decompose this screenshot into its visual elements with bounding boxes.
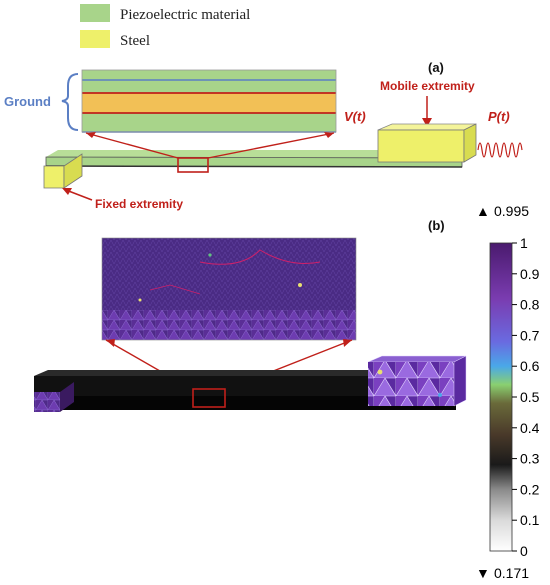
max-value: 0.995 — [494, 203, 529, 219]
colorbar-tick-label: 0.4 — [520, 420, 540, 436]
beam-a — [45, 150, 466, 168]
steel-legend-label: Steel — [120, 33, 150, 49]
colorbar-tick-label: 0.1 — [520, 512, 540, 528]
min-value: 0.171 — [494, 565, 529, 581]
pressure-wave — [477, 142, 523, 158]
fixed-arrow — [65, 189, 93, 201]
colorbar-tick-label: 0.9 — [520, 266, 540, 282]
colorbar-tick-label: 0.2 — [520, 481, 540, 497]
colorbar-ticks: 1 0.9 0.8 0.7 0.6 0.5 0.4 0.3 0.2 0.1 0 — [512, 235, 540, 559]
legend: Piezoelectric material Steel — [80, 4, 250, 49]
piezo-swatch — [80, 4, 110, 22]
mobile-block — [377, 123, 477, 163]
colorbar-gradient — [489, 242, 513, 552]
layer-zoom-inset — [81, 69, 337, 133]
fixed-block-b — [34, 382, 74, 412]
mobile-block-b — [367, 355, 467, 407]
mobile-extremity-label: Mobile extremity — [380, 79, 475, 93]
voltage-label: V(t) — [344, 109, 366, 124]
ground-label: Ground — [4, 94, 51, 109]
fixed-extremity-label: Fixed extremity — [95, 197, 183, 211]
zoom-box-a — [177, 157, 209, 173]
steel-swatch — [80, 30, 110, 48]
panel-a-label: (a) — [428, 60, 444, 75]
colorbar-tick-label: 0 — [520, 543, 528, 559]
panel-b: (b) ▲ 0.995 ▼ 0.171 — [34, 203, 529, 581]
panel-b-label: (b) — [428, 218, 445, 233]
colorbar-tick-label: 1 — [520, 235, 528, 251]
colorbar-tick-label: 0.5 — [520, 389, 540, 405]
ground-brace — [61, 73, 79, 131]
mesh-zoom-inset — [101, 237, 357, 341]
min-marker-icon: ▼ — [476, 565, 490, 581]
zoom-box-b — [192, 388, 226, 408]
colorbar-tick-label: 0.8 — [520, 297, 540, 313]
panel-a: (a) Ground V(t) Mobile extremity P(t) — [4, 60, 523, 211]
colorbar-tick-label: 0.7 — [520, 327, 540, 343]
piezo-legend-label: Piezoelectric material — [120, 7, 250, 23]
colorbar: 1 0.9 0.8 0.7 0.6 0.5 0.4 0.3 0.2 0.1 0 — [489, 235, 540, 559]
max-marker-icon: ▲ — [476, 203, 490, 219]
colorbar-tick-label: 0.6 — [520, 358, 540, 374]
beam-b — [34, 370, 466, 410]
pressure-label: P(t) — [488, 109, 510, 124]
colorbar-tick-label: 0.3 — [520, 451, 540, 467]
fixed-block — [43, 153, 83, 189]
